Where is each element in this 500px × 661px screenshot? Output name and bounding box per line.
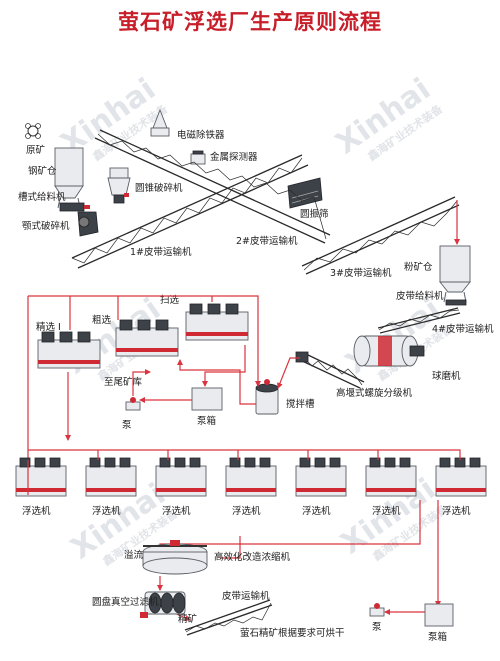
magnetic-separator-label: 电磁除铁器 <box>177 129 225 141</box>
overflow-label: 溢流 <box>124 549 144 561</box>
thickener-icon <box>142 540 208 575</box>
belt2-label: 2#皮带运输机 <box>236 235 298 247</box>
final-belt-conveyor <box>184 599 273 636</box>
vacuum-filter-label: 圆盘真空过滤机 <box>92 596 159 608</box>
belt4-label: 4#皮带运输机 <box>432 323 494 335</box>
powder-bin-label: 粉矿仓 <box>404 261 433 273</box>
flotation-cell-label: 浮选机 <box>302 505 331 517</box>
belt-conveyor-3 <box>301 196 460 275</box>
jaw-crusher-icon <box>77 211 99 237</box>
to-tailings-label: 至尾矿库 <box>104 376 143 388</box>
flotation-cell: 浮选机 <box>85 457 137 517</box>
vibrating-screen-icon <box>287 177 323 209</box>
thickener-label: 高效化改造浓缩机 <box>214 551 291 563</box>
spiral-classifier-icon <box>295 351 365 389</box>
trough-feeder-icon <box>59 202 90 212</box>
ball-mill-label: 球磨机 <box>432 370 461 382</box>
metal-detector-label: 金属探测器 <box>210 151 258 163</box>
flotation-cell-label: 浮选机 <box>92 505 121 517</box>
flotation-cell-label: 浮选机 <box>442 505 471 517</box>
flotation-cell: 浮选机 <box>295 457 347 517</box>
belt-feeder-label: 皮带给料机 <box>396 290 444 302</box>
pump-2-label: 泵 <box>372 622 382 633</box>
pump-2-icon <box>369 603 385 617</box>
flotation-cell: 浮选机 <box>15 457 67 517</box>
cleaner1-flotation-cell <box>37 331 101 369</box>
trough-feeder-label: 槽式给料机 <box>18 191 66 203</box>
pump-1-icon <box>125 397 141 411</box>
metal-detector-icon <box>190 150 206 165</box>
vacuum-filter-icon <box>140 591 186 618</box>
final-belt-label: 皮带运输机 <box>222 590 270 602</box>
pump-box-1-icon <box>191 387 223 411</box>
watermark-2: Xinhai 鑫海矿业技术装备 <box>330 72 446 164</box>
steel-bin-icon <box>54 147 84 209</box>
pump-box-2-label: 泵箱 <box>428 631 447 643</box>
flotation-cell-label: 浮选机 <box>372 505 401 517</box>
belt-conveyor-1 <box>71 154 309 269</box>
belt-conveyor-2 <box>94 129 331 244</box>
belt-conveyor-4 <box>377 307 461 334</box>
flotation-cell: 浮选机 <box>155 457 207 517</box>
flotation-cell-label: 浮选机 <box>22 505 51 517</box>
rougher-flotation-cell <box>115 319 179 357</box>
concentrate-label: 精矿 <box>178 613 198 625</box>
raw-ore-label: 原矿 <box>26 144 46 156</box>
agitator-icon <box>255 379 279 415</box>
classifier-label: 高堰式螺旋分级机 <box>336 387 413 399</box>
scavenger-flotation-cell <box>185 303 249 341</box>
scavenger-label: 扫选 <box>160 294 180 306</box>
steel-bin-label: 钢矿仓 <box>28 165 57 177</box>
pump-box-2-icon <box>424 603 454 627</box>
flotation-row: 浮选机 浮选机 浮选机 浮选机 浮选机 浮选机 浮选机 <box>15 457 487 517</box>
jaw-crusher-label: 颚式破碎机 <box>22 220 70 232</box>
raw-ore-icon <box>25 123 41 139</box>
powder-bin-icon <box>439 245 471 303</box>
flotation-cell: 浮选机 <box>435 457 487 517</box>
stage2-flow-lines <box>27 295 300 460</box>
vibrating-screen-label: 圆振筛 <box>300 208 329 220</box>
page-title: 萤石矿浮选厂生产原则流程 <box>118 10 382 34</box>
final-product-label: 萤石精矿根据要求可烘干 <box>240 627 345 639</box>
belt-feeder-icon <box>445 299 467 306</box>
pump-box-1-label: 泵箱 <box>197 415 216 427</box>
flotation-cell: 浮选机 <box>225 457 277 517</box>
ball-mill-icon <box>353 335 425 367</box>
cleaner1-label: 精选 I <box>36 321 61 333</box>
flotation-cell-label: 浮选机 <box>162 505 191 517</box>
pump-1-label: 泵 <box>122 420 132 431</box>
rougher-label: 粗选 <box>92 314 112 326</box>
flotation-cell: 浮选机 <box>365 457 417 517</box>
cone-crusher-label: 圆锥破碎机 <box>135 182 183 194</box>
magnetic-separator-icon <box>150 108 170 137</box>
belt1-label: 1#皮带运输机 <box>130 246 192 258</box>
cone-crusher-icon <box>107 167 131 204</box>
belt3-label: 3#皮带运输机 <box>330 267 392 279</box>
flotation-cell-label: 浮选机 <box>232 505 261 517</box>
agitator-label: 搅拌槽 <box>286 398 315 410</box>
